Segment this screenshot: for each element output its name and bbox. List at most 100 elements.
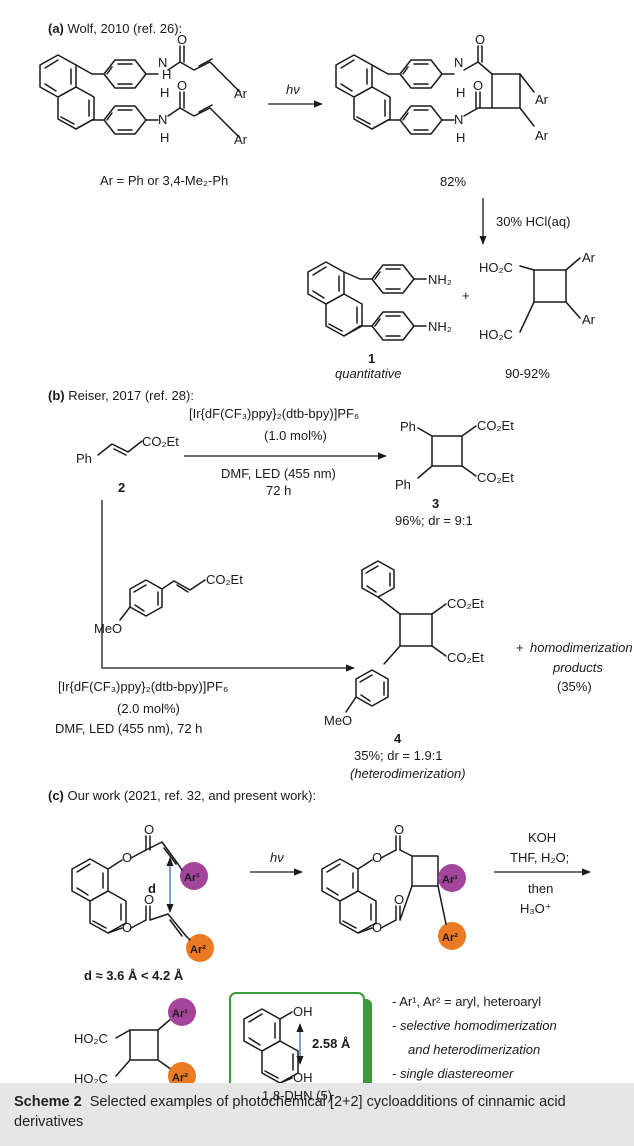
svg-text:4: 4: [394, 731, 402, 746]
panel-b: (b) Reiser, 2017 (ref. 28): Ph CO₂Et 2 […: [48, 388, 633, 781]
svg-text:O: O: [394, 892, 404, 907]
svg-text:HO₂C: HO₂C: [74, 1071, 108, 1086]
svg-text:O: O: [177, 32, 187, 47]
svg-text:+: +: [516, 640, 524, 655]
svg-text:2: 2: [118, 480, 125, 495]
svg-text:homodimerization: homodimerization: [530, 640, 633, 655]
svg-text:Ar: Ar: [234, 86, 248, 101]
svg-text:and heterodimerization: and heterodimerization: [408, 1042, 540, 1057]
svg-text:KOH: KOH: [528, 830, 556, 845]
wolf-substrate: H N H N H O O Ar Ar Ar = Ph or 3,4-Me₂-P…: [39, 32, 248, 188]
svg-text:(b) Reiser, 2017 (ref. 28):: (b) Reiser, 2017 (ref. 28):: [48, 388, 194, 403]
svg-text:Ar²: Ar²: [442, 932, 458, 944]
svg-text:CO₂Et: CO₂Et: [477, 470, 514, 485]
svg-text:(2.0 mol%): (2.0 mol%): [117, 701, 180, 716]
svg-text:HO₂C: HO₂C: [479, 260, 513, 275]
svg-text:hν: hν: [270, 850, 284, 865]
yield-cyclobutane: 82%: [440, 174, 466, 189]
svg-text:72 h: 72 h: [266, 483, 291, 498]
svg-text:N: N: [158, 55, 167, 70]
svg-text:Ph: Ph: [395, 477, 411, 492]
svg-text:O: O: [372, 850, 382, 865]
panel-a: (a) Wolf, 2010 (ref. 26): H N H N H O O …: [39, 21, 596, 381]
svg-text:Ar: Ar: [582, 250, 596, 265]
svg-text:N: N: [454, 55, 463, 70]
svg-text:Ar: Ar: [234, 132, 248, 147]
svg-text:H: H: [160, 130, 169, 145]
dhn-cyclobutane: O O O O Ar¹ Ar²: [321, 822, 466, 950]
svg-text:(c) Our work (2021, ref. 32, a: (c) Our work (2021, ref. 32, and present…: [48, 788, 316, 803]
svg-text:O: O: [144, 892, 154, 907]
methoxycinnamate: CO₂Et MeO: [94, 572, 243, 636]
ar2-marker: [186, 934, 214, 962]
svg-text:DMF, LED (455 nm): DMF, LED (455 nm): [221, 466, 336, 481]
svg-text:hν: hν: [286, 82, 300, 97]
svg-text:CO₂Et: CO₂Et: [142, 434, 179, 449]
svg-text:[Ir{dF(CF₃)ppy}₂(dtb-bpy)]PF₆: [Ir{dF(CF₃)ppy}₂(dtb-bpy)]PF₆: [58, 679, 228, 694]
svg-text:H: H: [162, 67, 171, 82]
svg-text:Ph: Ph: [400, 419, 416, 434]
panel-c: (c) Our work (2021, ref. 32, and present…: [48, 788, 591, 1113]
svg-text:O: O: [177, 78, 187, 93]
svg-text:Ar¹: Ar¹: [184, 872, 200, 884]
svg-text:Ar²: Ar²: [190, 944, 206, 956]
svg-text:35%; dr = 1.9:1: 35%; dr = 1.9:1: [354, 748, 443, 763]
svg-text:quantitative: quantitative: [335, 366, 402, 381]
svg-text:Ph: Ph: [76, 451, 92, 466]
dhn-label: 1,8-DHN (5): [262, 1088, 333, 1103]
svg-text:96%; dr = 9:1: 96%; dr = 9:1: [395, 513, 473, 528]
svg-text:O: O: [122, 920, 132, 935]
svg-text:CO₂Et: CO₂Et: [447, 596, 484, 611]
scope-notes: - Ar¹, Ar² = aryl, heteroaryl - selectiv…: [392, 994, 557, 1081]
ethyl-cinnamate-2: Ph CO₂Et 2: [76, 434, 179, 495]
svg-text:2.58 Å: 2.58 Å: [312, 1036, 351, 1051]
svg-text:H: H: [160, 85, 169, 100]
svg-text:MeO: MeO: [94, 621, 122, 636]
svg-text:H: H: [456, 85, 465, 100]
caption-text: Selected examples of photochemical [2+2]…: [14, 1094, 566, 1130]
svg-text:Ar: Ar: [582, 312, 596, 327]
svg-text:O: O: [122, 850, 132, 865]
svg-text:CO₂Et: CO₂Et: [206, 572, 243, 587]
svg-text:NH₂: NH₂: [428, 272, 452, 287]
diacid-a: HO₂C HO₂C Ar Ar 90-92%: [479, 250, 596, 381]
heterodimer-4: CO₂Et CO₂Et MeO 4 35%; dr = 1.9:1 (heter…: [324, 560, 484, 781]
svg-text:N: N: [454, 112, 463, 127]
dhn-diester-substrate: O O O O d Ar¹ Ar² d ≈ 3.6 Å < 4.2 Å: [71, 822, 214, 983]
svg-text:HO₂C: HO₂C: [479, 327, 513, 342]
svg-text:Ar¹: Ar¹: [172, 1008, 188, 1020]
svg-text:O: O: [475, 32, 485, 47]
panel-a-heading: (a) Wolf, 2010 (ref. 26):: [48, 21, 182, 36]
svg-text:(heterodimerization): (heterodimerization): [350, 766, 466, 781]
svg-text:products: products: [552, 660, 603, 675]
svg-text:[Ir{dF(CF₃)ppy}₂(dtb-bpy)]PF₆: [Ir{dF(CF₃)ppy}₂(dtb-bpy)]PF₆: [189, 406, 359, 421]
svg-text:CO₂Et: CO₂Et: [477, 418, 514, 433]
svg-text:3: 3: [432, 496, 439, 511]
svg-text:OH: OH: [293, 1004, 313, 1019]
svg-text:MeO: MeO: [324, 713, 352, 728]
svg-text:H: H: [456, 130, 465, 145]
wolf-cyclobutane: N H N H O O Ar Ar 82%: [335, 32, 549, 189]
svg-text:OH: OH: [293, 1070, 313, 1085]
svg-text:(35%): (35%): [557, 679, 592, 694]
distance-text: d ≈ 3.6 Å < 4.2 Å: [84, 968, 184, 983]
svg-text:N: N: [158, 112, 167, 127]
cyclobutane-3: Ph Ph CO₂Et CO₂Et 3 96%; dr = 9:1: [395, 418, 514, 528]
svg-text:HO₂C: HO₂C: [74, 1031, 108, 1046]
svg-text:H₃O⁺: H₃O⁺: [520, 901, 552, 916]
svg-text:THF, H₂O;: THF, H₂O;: [510, 850, 569, 865]
reaction-arrow-b2: [101, 500, 355, 672]
svg-text:then: then: [528, 881, 553, 896]
svg-text:- Ar¹, Ar² = aryl, heteroaryl: - Ar¹, Ar² = aryl, heteroaryl: [392, 994, 541, 1009]
ar-definition: Ar = Ph or 3,4-Me₂-Ph: [100, 173, 228, 188]
svg-text:DMF, LED (455 nm), 72 h: DMF, LED (455 nm), 72 h: [55, 721, 202, 736]
svg-text:- single diastereomer: - single diastereomer: [392, 1066, 514, 1081]
caption-label: Scheme 2: [14, 1094, 82, 1110]
svg-text:CO₂Et: CO₂Et: [447, 650, 484, 665]
diamine-1: NH₂ NH₂ 1 quantitative: [307, 261, 452, 381]
svg-text:+: +: [462, 288, 470, 303]
svg-text:NH₂: NH₂: [428, 319, 452, 334]
svg-text:Ar: Ar: [535, 128, 549, 143]
